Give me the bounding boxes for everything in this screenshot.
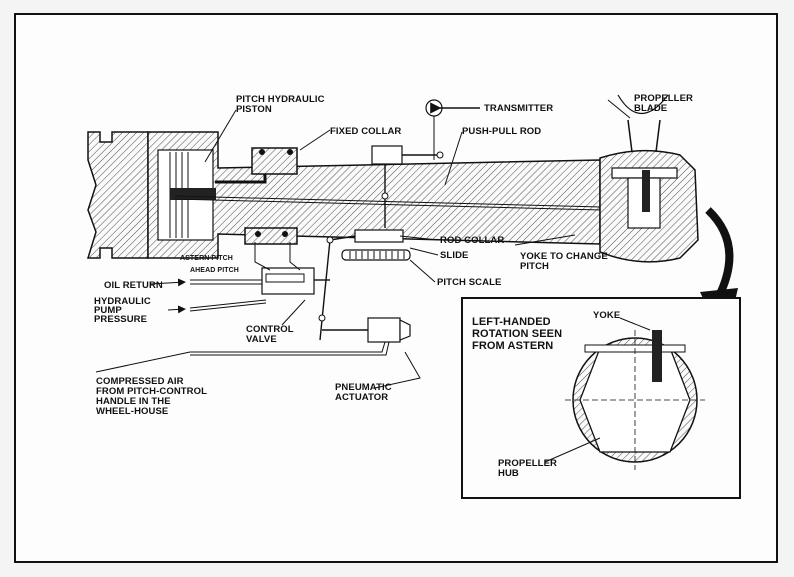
label-control-valve-1: CONTROL xyxy=(246,324,294,335)
control-valve xyxy=(189,242,330,312)
label-hydraulic-pump-pressure-2: PUMP xyxy=(94,305,122,316)
label-yoke-to-change-pitch-2: PITCH xyxy=(520,261,549,272)
leader-lines xyxy=(95,99,651,463)
curved-arrow-icon xyxy=(705,207,734,300)
label-compressed-air-4: WHEEL-HOUSE xyxy=(96,406,168,417)
label-ahead-pitch: AHEAD PITCH xyxy=(190,267,239,274)
pneumatic-actuator xyxy=(190,317,411,356)
inset-title-2: ROTATION SEEN xyxy=(472,328,562,340)
label-astern-pitch: ASTERN PITCH xyxy=(180,255,233,262)
label-compressed-air-3: HANDLE IN THE xyxy=(96,396,171,407)
label-compressed-air-1: COMPRESSED AIR xyxy=(96,376,184,387)
label-propeller-blade-1: PROPELLER xyxy=(634,93,693,104)
label-pneumatic-actuator-1: PNEUMATIC xyxy=(335,382,392,393)
label-yoke-to-change-pitch-1: YOKE TO CHANGE xyxy=(520,251,608,262)
label-pneumatic-actuator-2: ACTUATOR xyxy=(335,392,388,403)
shaft-assembly xyxy=(86,94,699,263)
label-pitch-hydraulic-piston-1: PITCH HYDRAULIC xyxy=(236,94,325,105)
label-push-pull-rod: PUSH-PULL ROD xyxy=(462,126,541,137)
label-pitch-scale: PITCH SCALE xyxy=(437,277,501,288)
label-hydraulic-pump-pressure-1: HYDRAULIC xyxy=(94,296,151,307)
label-rod-collar: ROD COLLAR xyxy=(440,235,504,246)
label-oil-return: OIL RETURN xyxy=(104,280,163,291)
label-transmitter: TRANSMITTER xyxy=(484,103,553,114)
inset-label-yoke: YOKE xyxy=(593,310,620,321)
inset-label-propeller-hub-2: HUB xyxy=(498,468,519,479)
inset-box xyxy=(461,297,741,499)
label-hydraulic-pump-pressure-3: PRESSURE xyxy=(94,314,147,325)
transmitter-linkage xyxy=(318,99,480,341)
label-control-valve-2: VALVE xyxy=(246,334,277,345)
inset-label-propeller-hub-1: PROPELLER xyxy=(498,458,557,469)
label-compressed-air-2: FROM PITCH-CONTROL xyxy=(96,386,207,397)
label-fixed-collar: FIXED COLLAR xyxy=(330,126,401,137)
label-pitch-hydraulic-piston-2: PISTON xyxy=(236,104,272,115)
label-slide: SLIDE xyxy=(440,250,468,261)
inset-title-1: LEFT-HANDED xyxy=(472,316,551,328)
inset-title-3: FROM ASTERN xyxy=(472,340,553,352)
label-propeller-blade-2: BLADE xyxy=(634,103,667,114)
